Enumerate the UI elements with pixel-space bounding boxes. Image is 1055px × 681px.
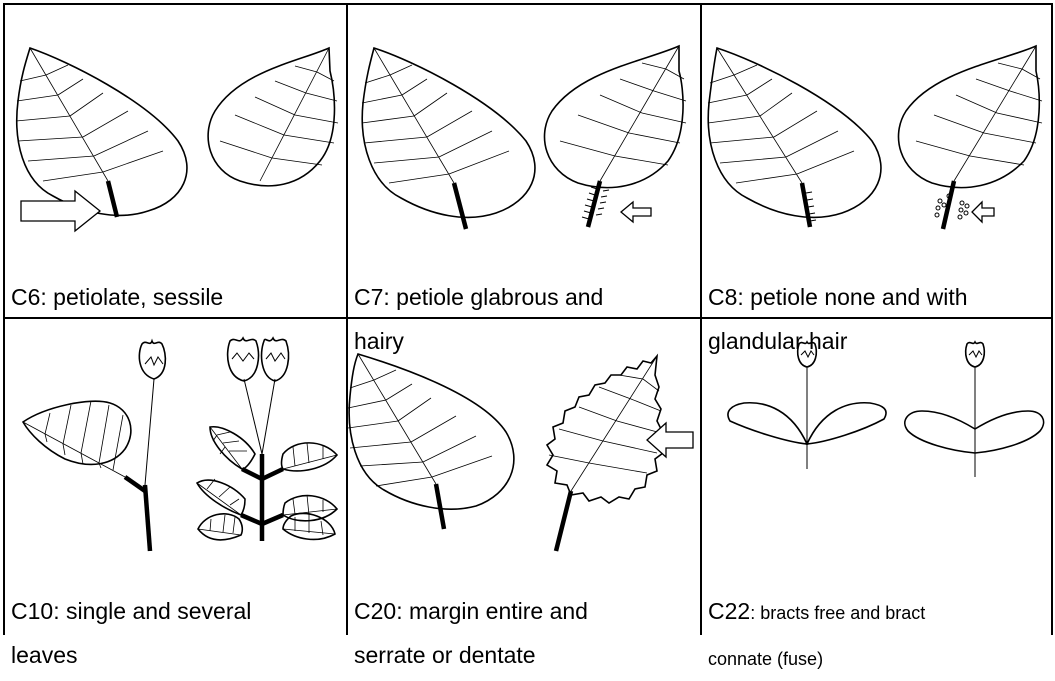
leaf-sessile <box>208 48 338 186</box>
leaf-no-petiole <box>708 48 881 217</box>
several-leaves <box>197 338 337 541</box>
caption-c22-code: C22 <box>708 598 750 624</box>
caption-c20-code: C20 <box>354 598 396 624</box>
character-table: C6: petiolate, sessile <box>0 0 1055 635</box>
caption-c6: C6: petiolate, sessile <box>11 231 223 319</box>
cell-c6: C6: petiolate, sessile <box>5 5 346 317</box>
arrow-icon <box>972 202 994 222</box>
arrow-icon <box>647 423 693 457</box>
caption-c10: C10: single and several leaves <box>11 545 251 677</box>
cell-c20: C20: margin entire and serrate or dentat… <box>348 319 700 635</box>
caption-c10-code: C10 <box>11 598 53 624</box>
caption-c22: C22: bracts free and bract connate (fuse… <box>708 545 925 681</box>
table-border-right <box>1051 3 1053 635</box>
bracts-connate <box>905 342 1044 477</box>
leaf-petiolate <box>16 48 187 215</box>
caption-c6-text: : petiolate, sessile <box>40 284 223 310</box>
leaf-glandular <box>898 46 1042 188</box>
cell-c8: C8: petiole none and with glandular hair <box>702 5 1051 317</box>
single-leaf <box>23 341 165 551</box>
leaf-glabrous <box>362 48 535 217</box>
leaf-margin-entire <box>348 354 514 509</box>
cell-c10: C10: single and several leaves <box>5 319 346 635</box>
caption-c7-code: C7 <box>354 284 383 310</box>
caption-c6-code: C6 <box>11 284 40 310</box>
arrow-icon <box>21 191 100 231</box>
cell-c7: C7: petiole glabrous and hairy <box>348 5 700 317</box>
cell-c22: C22: bracts free and bract connate (fuse… <box>702 319 1051 635</box>
leaf-hairy <box>544 46 686 188</box>
bracts-free <box>728 342 886 469</box>
leaf-margin-serrate <box>547 356 663 503</box>
arrow-icon <box>621 202 651 222</box>
caption-c8-code: C8 <box>708 284 737 310</box>
caption-c20: C20: margin entire and serrate or dentat… <box>354 545 588 677</box>
